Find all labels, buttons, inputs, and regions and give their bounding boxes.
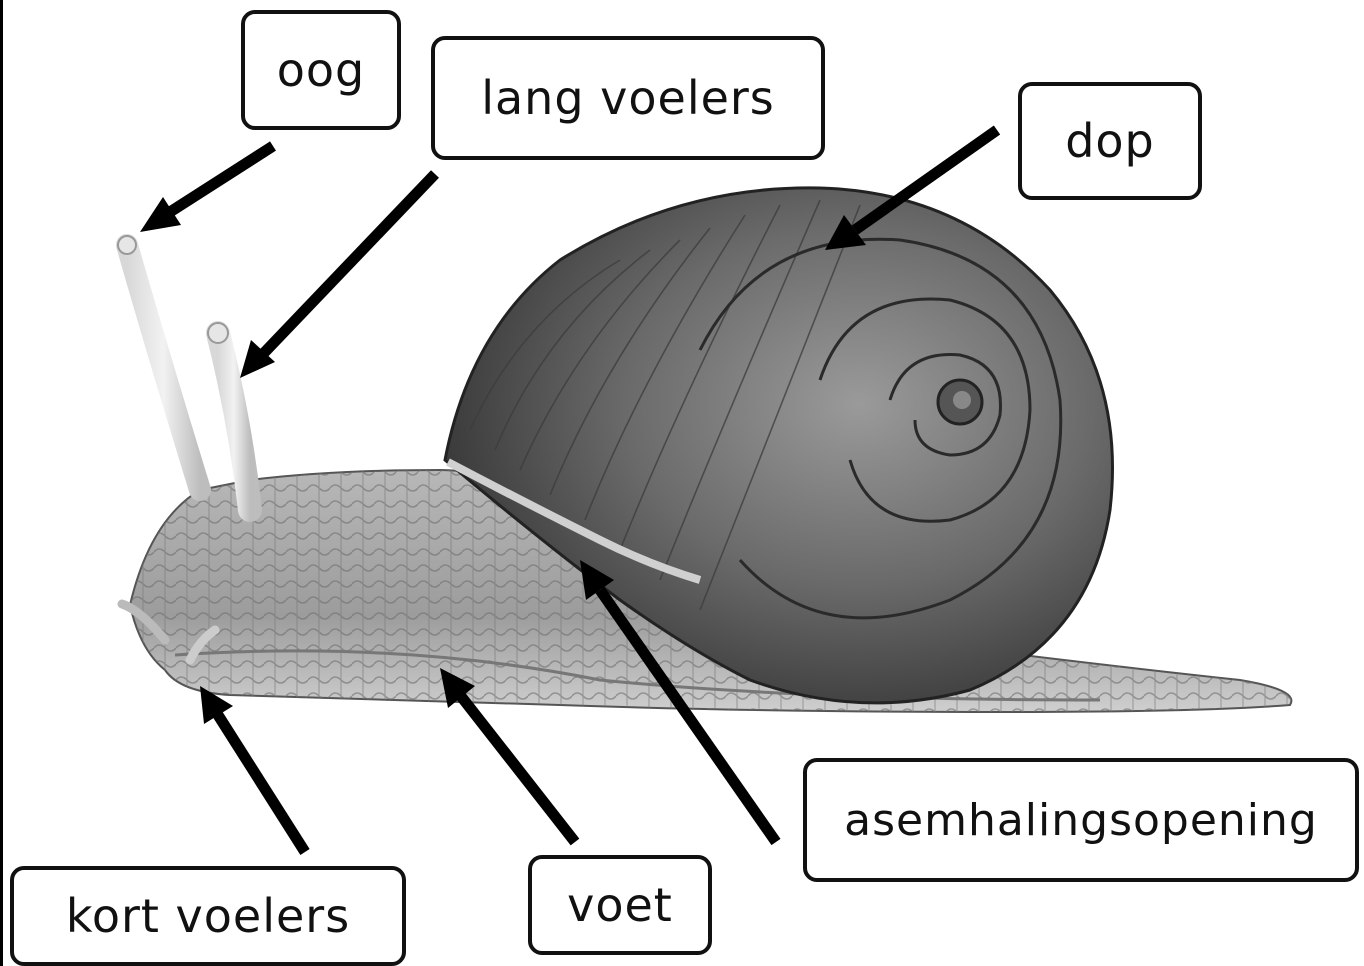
- label-asemhalingsopening-text: asemhalingsopening: [844, 795, 1318, 846]
- label-dop-text: dop: [1065, 114, 1155, 168]
- label-asemhalingsopening: asemhalingsopening: [803, 758, 1359, 882]
- label-oog-text: oog: [277, 43, 366, 97]
- label-voet: voet: [528, 855, 712, 955]
- label-oog: oog: [241, 10, 401, 130]
- label-dop: dop: [1018, 82, 1202, 200]
- long-tentacles: [118, 236, 250, 510]
- label-lang-voelers: lang voelers: [431, 36, 825, 160]
- label-kort-voelers: kort voelers: [10, 866, 406, 966]
- label-kort-voelers-text: kort voelers: [66, 889, 350, 943]
- label-lang-voelers-text: lang voelers: [481, 71, 775, 125]
- label-voet-text: voet: [567, 878, 673, 932]
